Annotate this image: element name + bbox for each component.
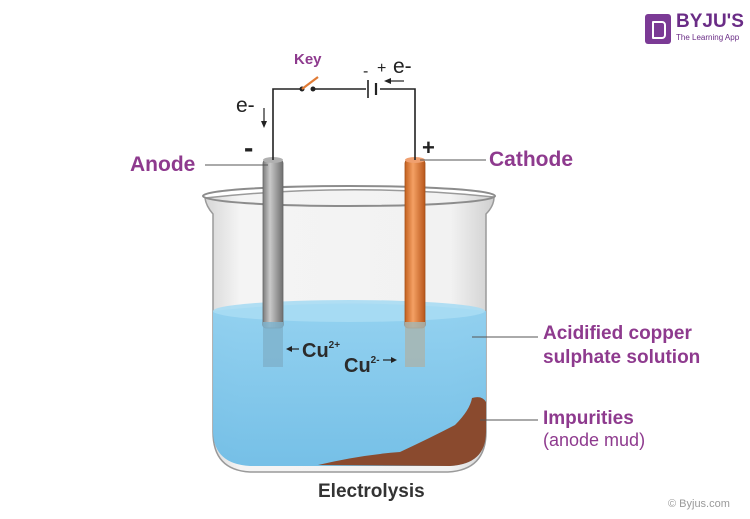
logo-tagline: The Learning App [676,33,740,42]
electron-arrow-right [384,78,404,84]
byjus-logo: BYJU'S The Learning App [645,11,744,48]
electron-arrow-left [261,108,267,128]
anode-submerged [263,322,283,367]
electron-symbol-left: e- [236,94,255,117]
ion-base: Cu [302,340,329,362]
cathode-positive-sign: + [422,135,435,160]
solution-label-line1: Acidified copper [543,323,692,344]
key-switch [299,76,319,92]
logo-name: BYJU'S [676,11,744,32]
circuit-wire-right [380,88,416,160]
anode-negative-sign: - [244,132,254,163]
copper-ion-label: Cu2+ [302,340,341,362]
anode-mud [318,397,486,466]
diagram-caption: Electrolysis [318,481,425,502]
ion-base: Cu [344,355,371,377]
ion-arrow-right [383,357,397,363]
battery-plus-sign: + [377,60,387,77]
anode-rod [262,159,284,329]
copper-ion-label: Cu2- [344,355,380,377]
cathode-rod [404,159,426,329]
impurities-label-line2: (anode mud) [543,430,646,450]
anode-label: Anode [130,153,196,176]
solution-surface [213,300,485,322]
battery-minus-sign: - [363,63,369,80]
cathode-submerged [405,322,425,367]
ion-charge: 2+ [328,340,341,351]
ion-arrow-left [286,346,299,352]
ion-charge: 2- [370,355,380,366]
electron-symbol-right: e- [393,55,412,78]
cathode-label: Cathode [489,148,573,171]
battery [367,80,378,98]
circuit-wire [272,88,300,160]
beaker-rim [202,185,496,207]
impurities-label-line1: Impurities [543,408,634,429]
solution-label-line2: sulphate solution [543,347,701,368]
key-label: Key [294,51,322,68]
copyright-credit: © Byjus.com [668,498,730,510]
logo-badge-icon [645,14,671,44]
